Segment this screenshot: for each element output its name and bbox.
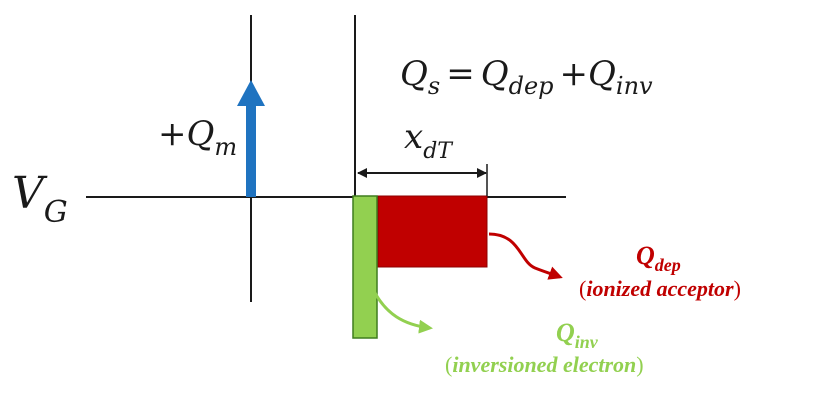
svg-text:Qdep: Qdep	[636, 241, 681, 275]
gate-charge-arrow	[237, 80, 265, 197]
depletion-width-label: xdT	[404, 117, 454, 164]
depletion-charge-description: (ionized acceptor)	[579, 276, 741, 301]
depletion-charge-label: Qdep (ionized acceptor)	[579, 241, 741, 301]
depletion-region	[377, 195, 488, 268]
inversion-charge-label: Qinv (inversioned electron)	[445, 318, 644, 377]
gate-voltage-label: VG	[12, 168, 68, 230]
charge-equation: Qs=Qdep+Qinv	[400, 54, 653, 100]
metal-charge-label: +Qm	[158, 114, 237, 161]
depletion-pointer-arrow	[488, 232, 563, 280]
inversion-layer	[352, 195, 378, 339]
inversion-charge-description: (inversioned electron)	[445, 352, 644, 377]
inversion-pointer-arrow	[370, 286, 433, 334]
svg-text:Qinv: Qinv	[556, 318, 599, 352]
